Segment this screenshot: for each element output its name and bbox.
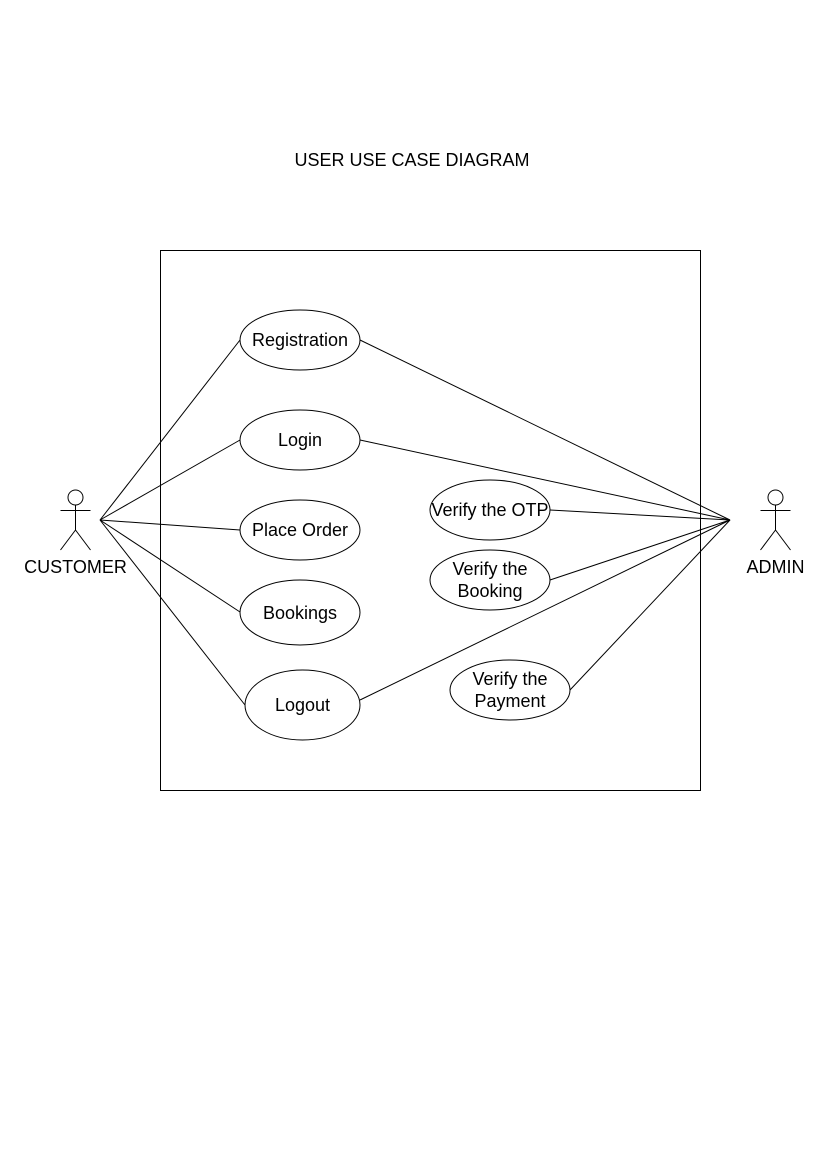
use-case-verify-payment-label-line2: Payment bbox=[474, 691, 545, 711]
use-case-verify-booking-label-line2: Booking bbox=[457, 581, 522, 601]
use-case-login-ellipse bbox=[239, 409, 361, 471]
use-case-verify-payment-label-line1: Verify the bbox=[472, 669, 547, 689]
use-case-bookings-label: Bookings bbox=[263, 603, 337, 623]
system-boundary bbox=[160, 250, 701, 791]
association-admin-registration bbox=[359, 339, 731, 521]
diagram-title: USER USE CASE DIAGRAM bbox=[294, 150, 529, 170]
use-case-registration-ellipse bbox=[239, 309, 361, 371]
association-customer-logout bbox=[99, 519, 246, 706]
use-case-registration-label: Registration bbox=[252, 330, 348, 350]
use-case-verify-otp-ellipse bbox=[429, 479, 551, 541]
use-case-verify-otp-label: Verify the OTP bbox=[431, 500, 548, 520]
use-case-verify-booking-ellipse bbox=[429, 549, 551, 611]
association-admin-logout bbox=[359, 519, 731, 701]
use-case-verify-otp: Verify the OTP bbox=[429, 479, 551, 541]
association-admin-verify-payment bbox=[569, 519, 731, 691]
use-case-place-order-label: Place Order bbox=[252, 520, 348, 540]
use-case-logout: Logout bbox=[244, 669, 361, 741]
association-customer-login bbox=[99, 439, 241, 521]
actor-customer-label: CUSTOMER bbox=[24, 557, 127, 577]
use-case-place-order-ellipse bbox=[239, 499, 361, 561]
use-case-verify-payment-ellipse bbox=[449, 659, 571, 721]
association-customer-place-order bbox=[99, 519, 241, 531]
use-case-verify-payment: Verify the Payment bbox=[449, 659, 571, 721]
use-case-bookings: Bookings bbox=[239, 579, 361, 646]
stick-figure-icon bbox=[760, 489, 791, 551]
use-case-bookings-ellipse bbox=[239, 579, 361, 646]
association-admin-verify-booking bbox=[549, 519, 731, 581]
use-case-place-order: Place Order bbox=[239, 499, 361, 561]
customer-associations bbox=[99, 339, 246, 706]
use-case-login: Login bbox=[239, 409, 361, 471]
association-customer-registration bbox=[99, 339, 241, 521]
association-admin-login bbox=[359, 439, 731, 521]
use-case-registration: Registration bbox=[239, 309, 361, 371]
association-customer-bookings bbox=[99, 519, 241, 613]
stick-figure-icon bbox=[60, 489, 91, 551]
admin-associations bbox=[359, 339, 731, 701]
use-case-login-label: Login bbox=[278, 430, 322, 450]
actor-customer: CUSTOMER bbox=[24, 489, 127, 577]
actor-admin-label: ADMIN bbox=[747, 557, 805, 577]
use-case-verify-booking-label-line1: Verify the bbox=[452, 559, 527, 579]
use-case-logout-ellipse bbox=[244, 669, 361, 741]
association-admin-verify-otp bbox=[549, 509, 731, 521]
use-case-logout-label: Logout bbox=[275, 695, 330, 715]
use-case-verify-booking: Verify the Booking bbox=[429, 549, 551, 611]
actor-admin: ADMIN bbox=[747, 489, 805, 577]
